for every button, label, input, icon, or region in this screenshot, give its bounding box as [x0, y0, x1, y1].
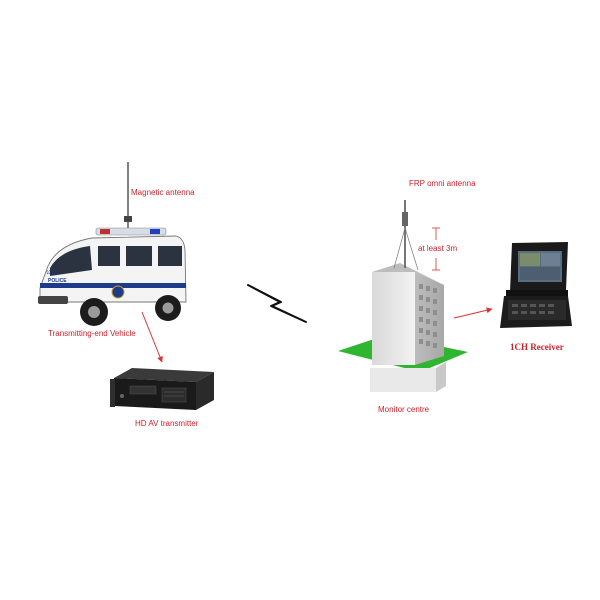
receiver-label: 1CH Receiver	[510, 342, 564, 352]
frp-omni-antenna-label: FRP omni antenna	[409, 179, 476, 188]
hd-av-transmitter-device	[110, 368, 214, 410]
van-lightbar	[95, 227, 167, 236]
transmitting-vehicle-label: Transmitting-end Vehicle	[48, 329, 136, 338]
magnetic-antenna-label: Magnetic antenna	[131, 188, 195, 197]
van-badge-text: 公安	[46, 269, 56, 276]
receiver-device	[500, 242, 572, 328]
monitor-centre-label: Monitor centre	[378, 405, 430, 414]
monitor-centre-building	[338, 200, 468, 392]
lightning-bolt-icon	[247, 284, 307, 323]
police-van: POLICE 公安	[38, 162, 187, 326]
van-police-text: POLICE	[48, 278, 67, 284]
van-to-transmitter-arrow	[141, 311, 163, 363]
building-windows	[419, 284, 437, 348]
at-least-label: at least 3m	[418, 244, 458, 253]
hd-av-transmitter-label: HD AV transmitter	[135, 419, 199, 428]
building-to-receiver-arrow	[453, 307, 493, 319]
height-dimension-marker	[432, 227, 440, 271]
police-badge-icon	[111, 285, 125, 299]
